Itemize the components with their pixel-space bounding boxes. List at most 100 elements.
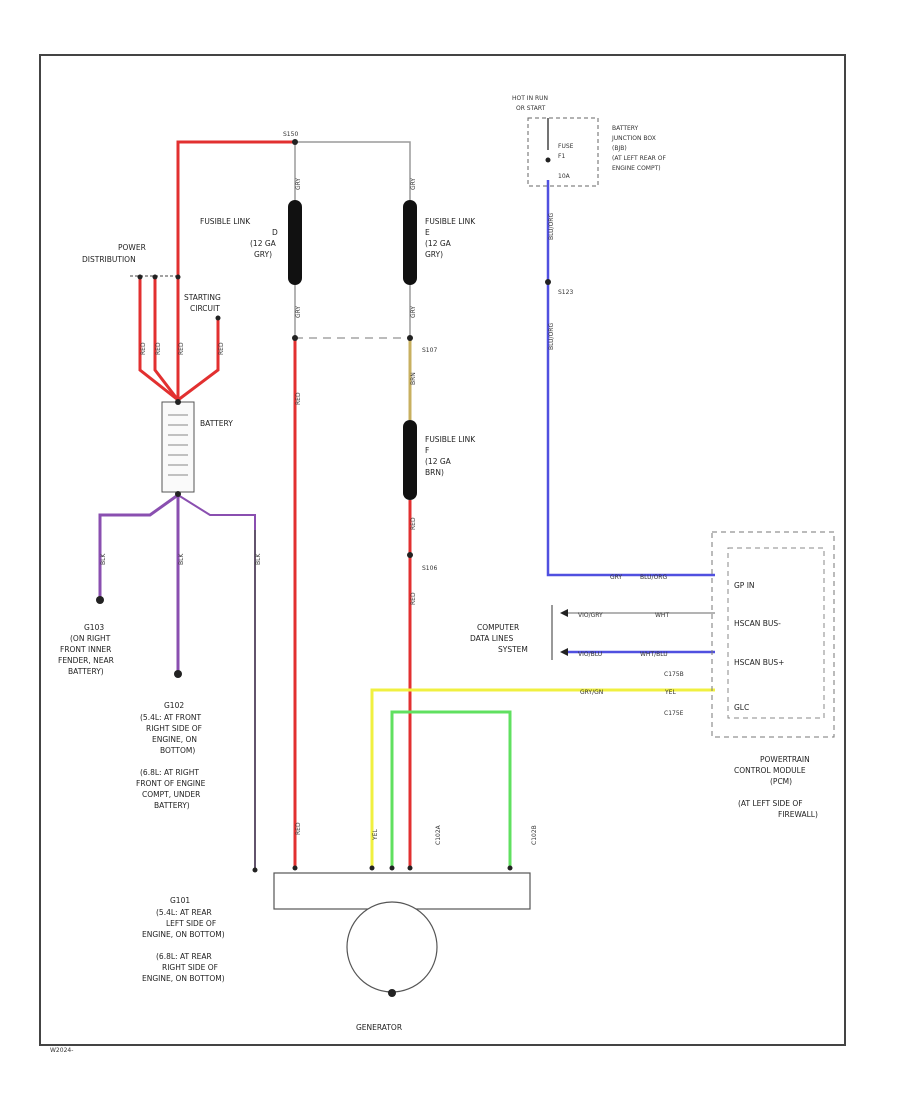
power-distribution-label-2: DISTRIBUTION xyxy=(82,255,136,264)
pcm-connector-1: C175B xyxy=(664,671,684,678)
tag-yel-gen: YEL xyxy=(372,829,379,841)
pd-terminal-2 xyxy=(152,274,158,280)
fusible-link-f-id: F xyxy=(425,446,429,455)
pcm-inner xyxy=(727,547,825,719)
computer-data-lines-1: COMPUTER xyxy=(477,623,519,632)
tag-blk-g102: BLK xyxy=(178,553,185,565)
pcm-connector-2: C175E xyxy=(664,710,684,717)
tag-red-pd1: RED xyxy=(140,342,147,355)
g101-line-7: ENGINE, ON BOTTOM) xyxy=(142,974,225,983)
splice-mid-label: S107 xyxy=(422,347,437,354)
g103-line-4: FENDER, NEAR xyxy=(58,656,114,665)
pcm-label-2: CONTROL MODULE xyxy=(734,766,806,775)
gen-pin-grn xyxy=(389,865,395,871)
fuse-label: FUSE xyxy=(558,143,574,150)
fusible-link-e-color: GRY) xyxy=(425,250,443,259)
splice-top xyxy=(292,139,298,145)
tag-red-left: RED xyxy=(295,392,302,405)
splice-upper-right-label: S123 xyxy=(558,289,573,296)
pcm-pin-glc: GLC xyxy=(734,703,749,712)
splice-top-label: S150 xyxy=(283,131,298,138)
tag-brn: BRN xyxy=(410,372,417,385)
g103-line-5: BATTERY) xyxy=(68,667,104,676)
fusible-link-e xyxy=(403,200,417,285)
tag-gry-e-out: GRY xyxy=(410,306,417,318)
computer-data-lines-3: SYSTEM xyxy=(498,645,528,654)
ground-g102 xyxy=(174,670,182,678)
pcm-label-4: (AT LEFT SIDE OF xyxy=(738,799,803,808)
ground-g101 xyxy=(252,867,258,873)
splice-lower xyxy=(407,552,413,558)
fusible-link-d-name: FUSIBLE LINK xyxy=(200,217,251,226)
fuse-box-label-5: ENGINE COMPT) xyxy=(612,165,661,172)
gen-pin-yel xyxy=(369,865,375,871)
pcm-label-5: FIREWALL) xyxy=(778,810,818,819)
splice-left-mid xyxy=(292,335,298,341)
gen-pin-red xyxy=(407,865,413,871)
fusible-link-f-name: FUSIBLE LINK xyxy=(425,435,476,444)
tag-gry-e-in: GRY xyxy=(410,178,417,190)
pcm-wire-gry: GRY xyxy=(610,574,622,581)
fuse-terminal xyxy=(545,157,551,163)
tag-red-right: RED xyxy=(410,517,417,530)
wire-gnd-g101-top xyxy=(177,494,256,870)
tag-gry-d-out: GRY xyxy=(295,306,302,318)
wire-red-feed xyxy=(176,140,295,280)
g102-line-8: COMPT, UNDER xyxy=(142,790,200,799)
pcm-wire-wht: WHT xyxy=(655,612,669,619)
diagram-frame xyxy=(39,54,846,1046)
pd-terminal-1 xyxy=(137,274,143,280)
ground-g103 xyxy=(96,596,104,604)
gen-connector-c2: C102B xyxy=(531,825,538,845)
fuse-box-label-3: (BJB) xyxy=(612,145,627,152)
fusible-link-d-color: GRY) xyxy=(254,250,272,259)
g101-line-3: LEFT SIDE OF xyxy=(166,919,216,928)
hscan-minus-arrow xyxy=(560,609,568,617)
pcm-pin-gpin: GP IN xyxy=(734,581,755,590)
fusible-link-e-name: FUSIBLE LINK xyxy=(425,217,476,226)
fusible-link-f-spec: (12 GA xyxy=(425,457,452,466)
battery-cells xyxy=(168,414,188,476)
fuse-amp: 10A xyxy=(558,173,571,180)
pcm-wire-yel: YEL xyxy=(664,689,676,696)
g101-line-5: (6.8L: AT REAR xyxy=(156,952,212,961)
fusible-link-d xyxy=(288,200,302,285)
wire-starting xyxy=(177,318,220,402)
g102-line-6: (6.8L: AT RIGHT xyxy=(140,768,199,777)
wire-gnd-g103 xyxy=(98,493,179,598)
wire-blue-pcm xyxy=(546,180,715,577)
fusible-link-d-spec: (12 GA xyxy=(250,239,277,248)
generator-body xyxy=(346,901,438,993)
starting-circuit-label-1: STARTING xyxy=(184,293,221,302)
hscan-plus-arrow xyxy=(560,648,568,656)
pcm-pin-hscan-plus: HSCAN BUS+ xyxy=(734,658,784,667)
splice-lower-label: S106 xyxy=(422,565,437,572)
wire-pd-1 xyxy=(138,278,179,402)
gen-connector-c1: C102A xyxy=(435,824,442,845)
fuse-box-label-2: JUNCTION BOX xyxy=(611,135,656,142)
gen-pin-grn2 xyxy=(507,865,513,871)
frame-label: W2024- xyxy=(50,1047,73,1054)
pcm-wire-vio-blu: VIO/BLU xyxy=(578,651,602,658)
fuse-box-title-2: OR START xyxy=(516,105,546,112)
fusible-link-f xyxy=(403,420,417,500)
pd-terminal-3 xyxy=(175,274,181,280)
tag-gry-d-in: GRY xyxy=(295,178,302,190)
g102-line-1: G102 xyxy=(164,701,184,710)
pcm-outline xyxy=(711,531,835,738)
g102-line-3: RIGHT SIDE OF xyxy=(146,724,202,733)
pcm-wire-wht-blu: WHT/BLU xyxy=(640,651,668,658)
starting-terminal xyxy=(215,315,221,321)
computer-data-lines-2: DATA LINES xyxy=(470,634,513,643)
g101-line-1: G101 xyxy=(170,896,190,905)
tag-blk-g101: BLK xyxy=(255,553,262,565)
g103-line-3: FRONT INNER xyxy=(60,645,111,654)
tag-blu-org-top: BLU/ORG xyxy=(548,213,555,240)
tag-blu-org: BLU/ORG xyxy=(548,323,555,350)
battery-positive xyxy=(175,399,181,405)
wire-green-gen xyxy=(390,710,512,870)
battery-negative xyxy=(175,491,181,497)
fuse-box-title-1: HOT IN RUN xyxy=(512,95,548,102)
fuse-box-label-4: (AT LEFT REAR OF xyxy=(612,155,666,162)
wire-yellow-gen xyxy=(370,688,715,870)
